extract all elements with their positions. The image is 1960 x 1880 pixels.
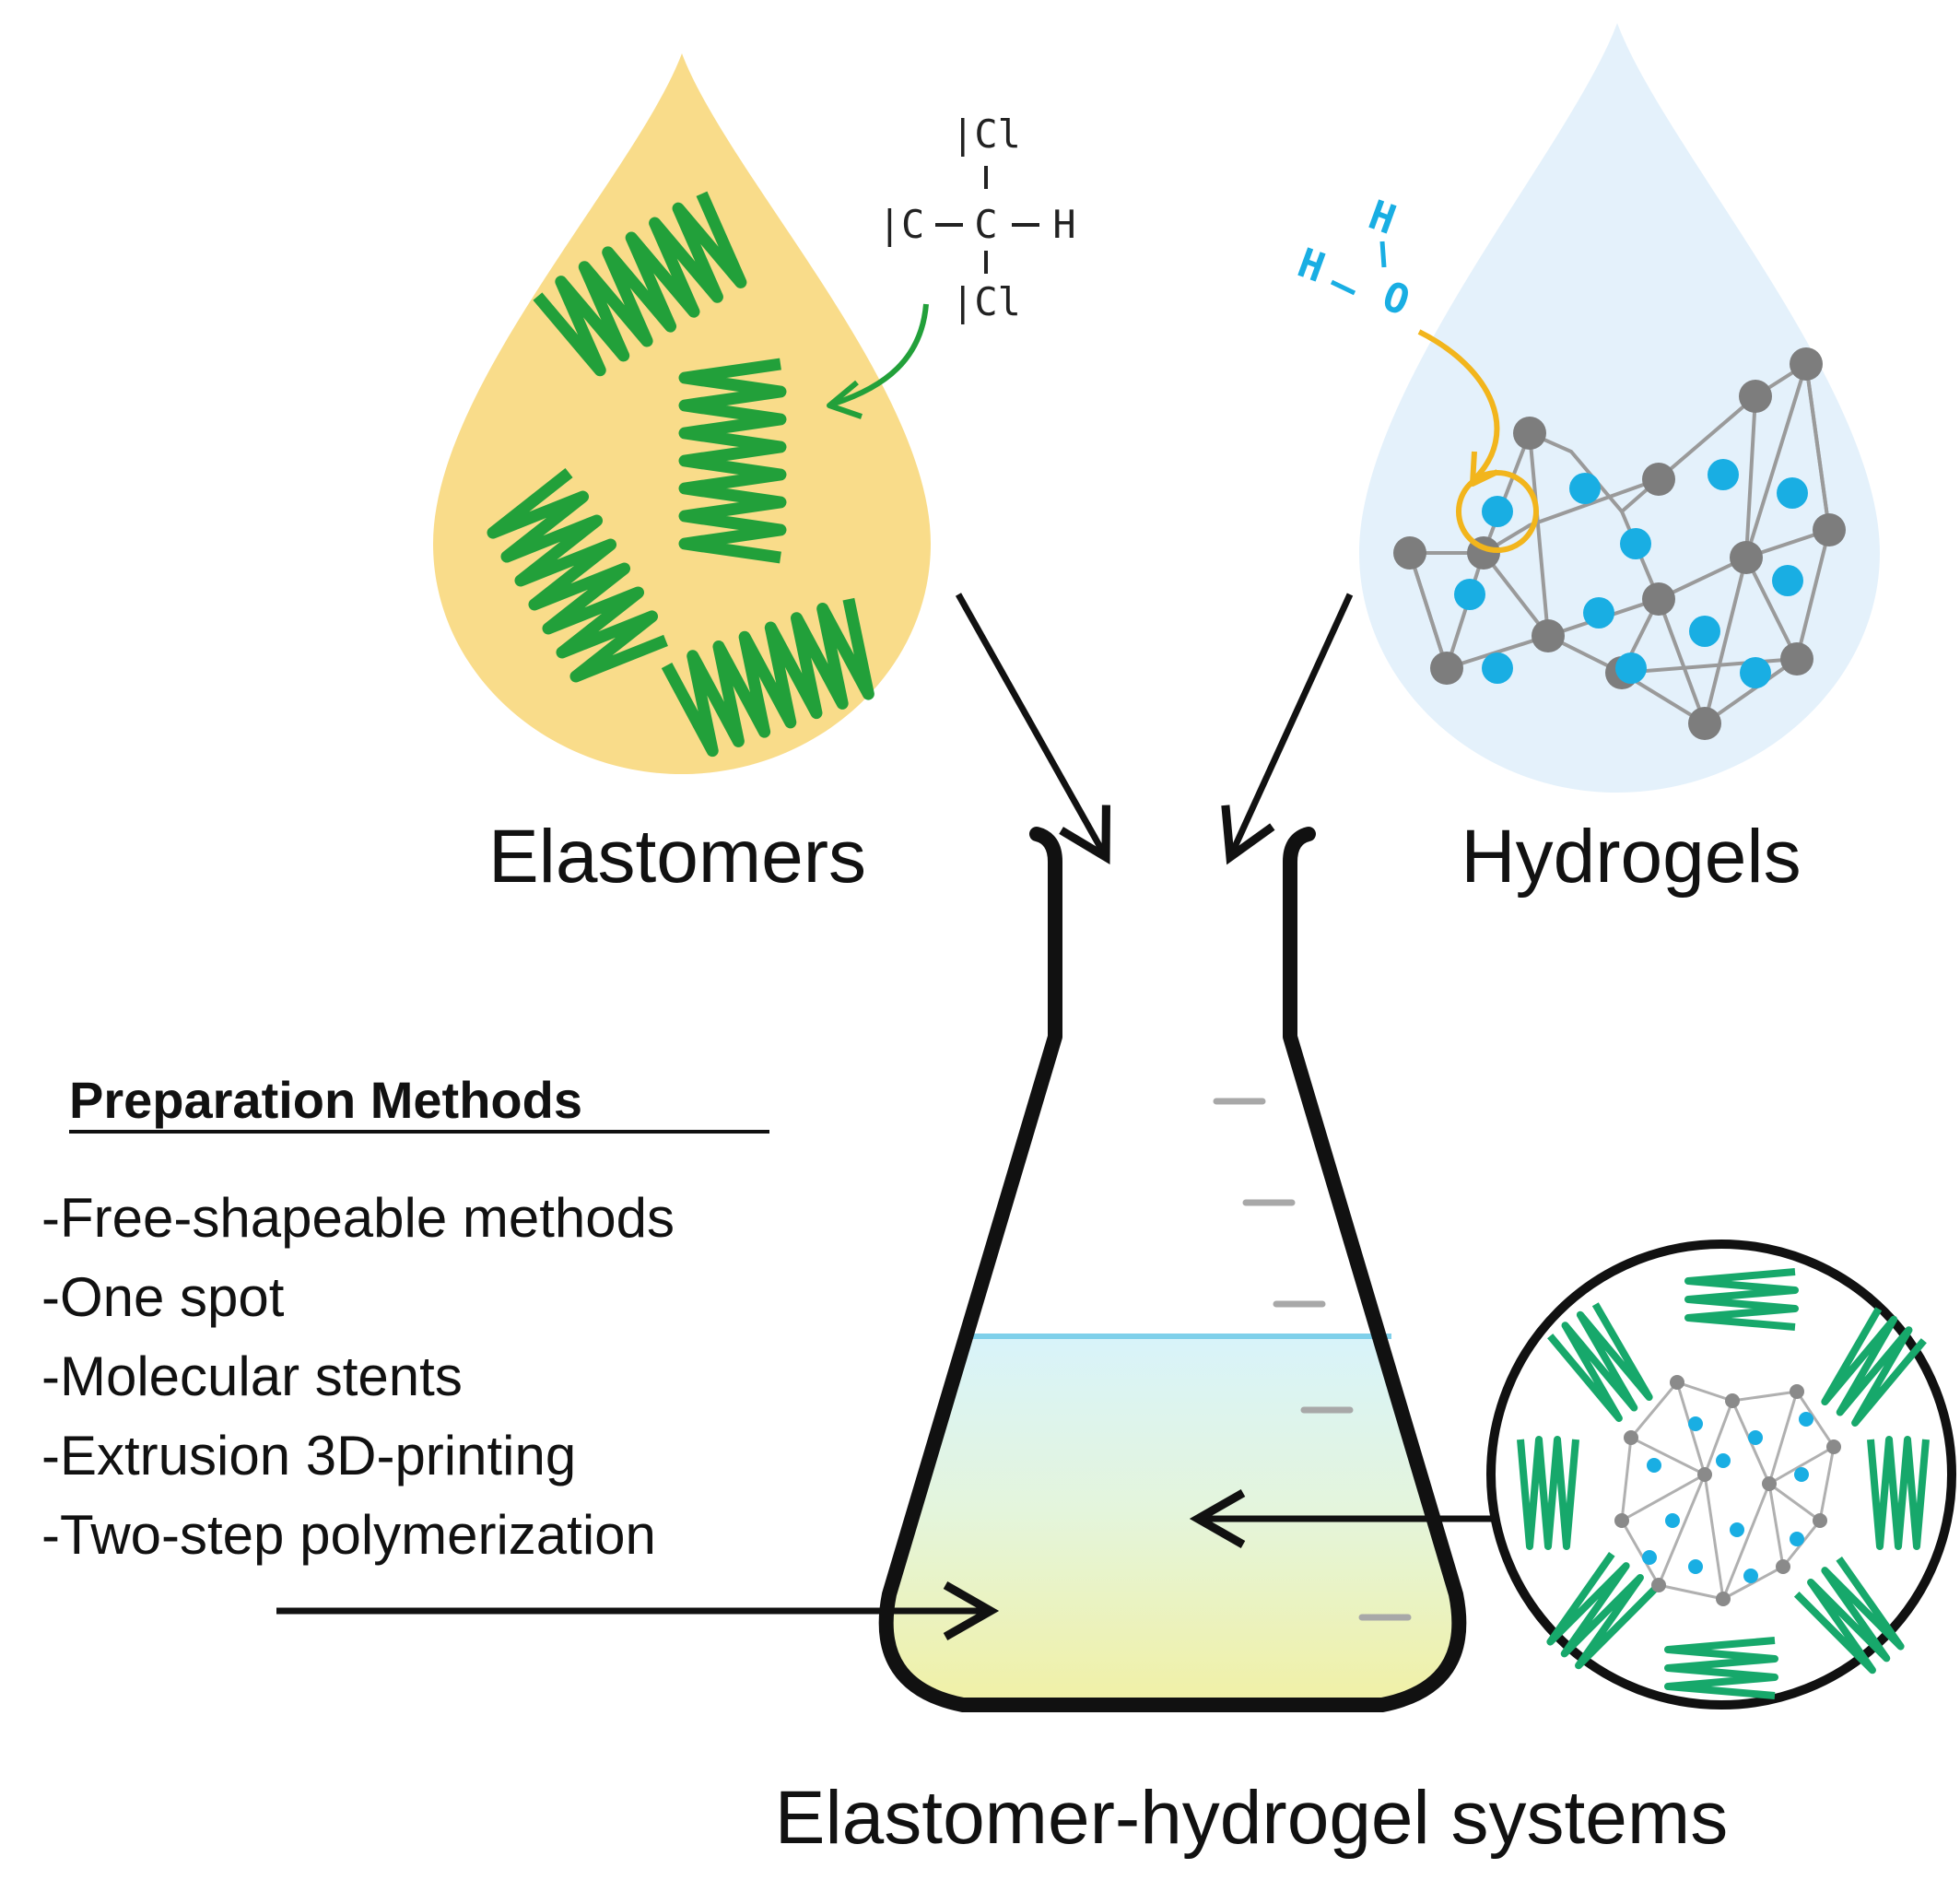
zoom-circle xyxy=(1486,1240,1956,1710)
arrow-elastomer-to-flask xyxy=(955,593,1110,864)
zoom-nodes xyxy=(1614,1375,1841,1606)
green-arrow-icon xyxy=(833,303,929,406)
spring-icon xyxy=(1821,1307,1927,1427)
spring-icon xyxy=(1684,1268,1799,1331)
water-dot-icon xyxy=(1615,652,1647,684)
spring-icon xyxy=(678,358,787,564)
node-icon xyxy=(1790,347,1823,381)
preparation-methods: Preparation Methods -Free-shapeable meth… xyxy=(41,1071,769,1566)
water-dot-icon xyxy=(1689,616,1720,647)
water-dot-icon xyxy=(1708,459,1739,490)
node-icon xyxy=(1513,417,1546,450)
spring-icon xyxy=(1547,1302,1653,1422)
atom-c-center: C xyxy=(974,202,997,247)
method-item: -Extrusion 3D-printing xyxy=(41,1425,576,1486)
water-dot-icon xyxy=(1620,528,1651,559)
atom-cl-top: |Cl xyxy=(951,112,1021,157)
atom-o: O xyxy=(1377,273,1415,325)
network-nodes xyxy=(1393,347,1846,740)
method-item: -Two-step polymerization xyxy=(41,1504,656,1566)
node-icon xyxy=(1642,463,1675,496)
highlight-circle-icon xyxy=(1456,470,1539,553)
node-icon xyxy=(1642,582,1675,616)
water-dot-icon xyxy=(1772,565,1803,596)
zoom-springs xyxy=(1517,1268,1930,1699)
atom-h: H xyxy=(1292,240,1331,292)
water-dot-icon xyxy=(1482,652,1513,684)
water-dot-icon xyxy=(1740,657,1771,688)
spring-icon xyxy=(1793,1556,1905,1674)
graduation-marks xyxy=(1213,1098,1412,1621)
water-dot-icon xyxy=(1454,579,1485,610)
water-dot-icon xyxy=(1777,477,1808,509)
node-icon xyxy=(1688,707,1721,740)
chloroform-molecule: |Cl |C C H |Cl xyxy=(878,112,1076,324)
node-icon xyxy=(1532,619,1565,652)
spring-icon xyxy=(1546,1551,1658,1670)
water-molecule: H O H xyxy=(1292,192,1415,325)
spring-icon xyxy=(1664,1637,1778,1699)
node-icon xyxy=(1739,380,1772,413)
hydrogel-drop xyxy=(1359,23,1880,793)
elastomers-label: Elastomers xyxy=(488,815,866,899)
yellow-arrow-icon xyxy=(1417,329,1500,482)
water-dot-icon xyxy=(1569,473,1601,504)
method-item: -One spot xyxy=(41,1266,285,1328)
method-item: -Free-shapeable methods xyxy=(41,1187,675,1249)
hydrogels-label: Hydrogels xyxy=(1461,815,1801,899)
atom-cl-bottom: |Cl xyxy=(951,279,1021,324)
water-dot-icon xyxy=(1482,496,1513,527)
flask-label: Elastomer-hydrogel systems xyxy=(775,1776,1728,1860)
water-dots xyxy=(1454,459,1808,688)
atom-cl-left: |C xyxy=(878,202,925,247)
zoom-water xyxy=(1642,1412,1813,1583)
atom-h-right: H xyxy=(1052,202,1075,247)
arrow-hydrogel-to-flask xyxy=(1221,593,1354,865)
elastomer-springs xyxy=(487,191,874,758)
node-icon xyxy=(1780,642,1813,676)
spring-icon xyxy=(1517,1436,1579,1550)
node-icon xyxy=(1393,536,1426,570)
spring-icon xyxy=(661,597,874,758)
spring-icon xyxy=(1867,1436,1930,1550)
node-icon xyxy=(1730,541,1763,574)
spring-icon xyxy=(533,191,747,377)
method-item: -Molecular stents xyxy=(41,1345,463,1407)
spring-icon xyxy=(487,467,668,683)
water-dot-icon xyxy=(1583,597,1614,629)
flask xyxy=(878,827,1467,1712)
methods-title: Preparation Methods xyxy=(69,1071,582,1129)
node-icon xyxy=(1813,513,1846,546)
node-icon xyxy=(1430,652,1463,685)
atom-h: H xyxy=(1363,192,1402,244)
